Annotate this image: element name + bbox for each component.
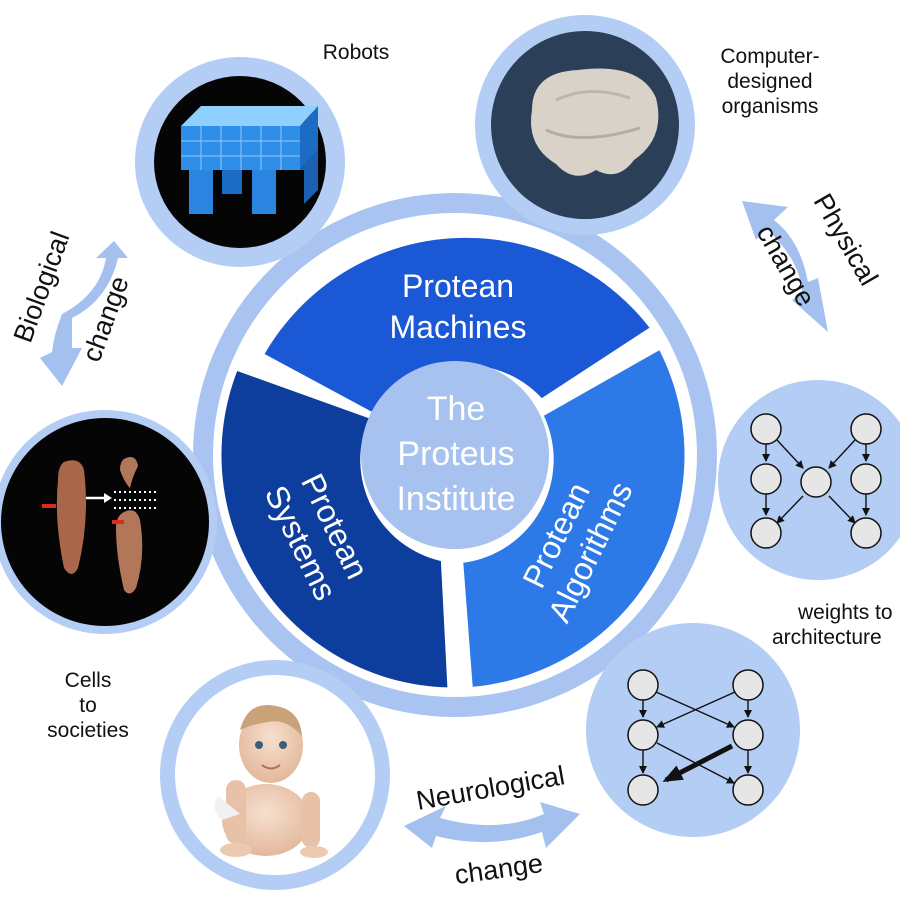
network-node [732, 719, 764, 751]
cells-label-line2: to [79, 694, 97, 718]
network-node [732, 669, 764, 701]
network-node [750, 413, 782, 445]
network-graph-weights [639, 691, 752, 784]
robots-label-text: Robots [322, 41, 390, 64]
organisms-label: Computer- designed organisms [695, 44, 845, 120]
network-graph-architecture [762, 439, 870, 524]
network-node [627, 669, 659, 701]
center-circle[interactable] [361, 361, 549, 549]
cells-label: Cells to societies [28, 668, 148, 744]
architecture-label-line1: weights to [798, 601, 893, 624]
center-title-line3: Institute [396, 480, 515, 518]
architecture-label-line2: architecture [772, 626, 882, 650]
segment-machines-label-line1: Protean [402, 268, 514, 304]
satellite-baby[interactable] [160, 660, 390, 890]
satellite-organisms[interactable] [475, 15, 695, 235]
soft-robot-image [181, 106, 318, 214]
satellite-robots[interactable] [135, 57, 345, 267]
network-node [800, 466, 832, 498]
network-node [750, 517, 782, 549]
segment-protean-machines[interactable] [264, 237, 650, 415]
physical-change-label-line1: Physical [808, 188, 884, 290]
organisms-label-line2: designed [727, 70, 813, 94]
network-node [850, 517, 882, 549]
cells-label-line3: societies [47, 719, 129, 743]
satellite-architecture[interactable] [718, 380, 900, 580]
biological-change-label-line2: change [76, 272, 134, 366]
center-title-line1: The [427, 390, 486, 428]
satellite-cells[interactable] [0, 410, 217, 634]
satellite-weights[interactable] [586, 623, 800, 837]
network-node [850, 413, 882, 445]
segment-protean-systems[interactable] [221, 371, 448, 688]
biological-change-arrow [40, 241, 128, 386]
neurological-change-label-line2: change [453, 848, 545, 890]
organisms-label-line1: Computer- [720, 45, 820, 68]
network-node [627, 774, 659, 806]
network-node [627, 719, 659, 751]
center-title-line2: Proteus [397, 435, 514, 473]
baby-image [214, 705, 328, 858]
cells-label-line1: Cells [64, 669, 112, 692]
physical-change-arrow [742, 201, 828, 332]
segment-protean-algorithms[interactable] [463, 350, 685, 687]
planaria-image [42, 457, 158, 594]
neurological-change-arrow [404, 802, 580, 848]
architecture-label: weights to architecture [772, 600, 900, 650]
xenobot-image [531, 68, 659, 176]
robots-label: Robots [296, 40, 416, 65]
network-node [750, 463, 782, 495]
organisms-label-line3: organisms [721, 95, 819, 119]
network-node [850, 463, 882, 495]
network-node [732, 774, 764, 806]
segment-machines-label-line2: Machines [390, 309, 527, 345]
